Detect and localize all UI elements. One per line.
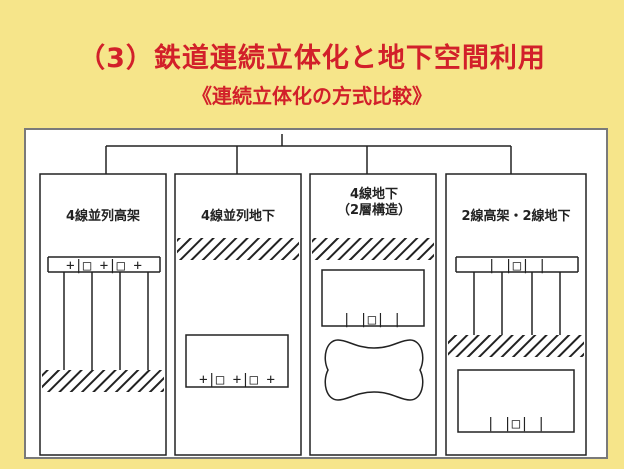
- track-symbols: +|□ +|□ +: [199, 372, 275, 388]
- viaduct: [455, 256, 579, 335]
- tunnel-box: [457, 369, 575, 433]
- slide-title: （3）鉄道連続立体化と地下空間利用: [78, 43, 546, 74]
- track-symbols: | |□| |: [487, 258, 546, 274]
- ground-surface: [448, 335, 584, 357]
- ground-surface: [312, 238, 434, 260]
- track-symbols: +|□ +|□ +: [66, 258, 142, 274]
- diagram-panel: 4線並列高架 +|□ +|□ + 4線並列地下: [24, 128, 608, 459]
- viaduct: [47, 256, 161, 370]
- tree-connector: [105, 134, 512, 174]
- track-symbols: | |□| |: [342, 312, 401, 328]
- track-symbols: | |□| |: [486, 416, 545, 432]
- option-label: 4線並列地下: [201, 208, 275, 224]
- shield-tunnel: [324, 339, 424, 401]
- ground-surface: [42, 370, 164, 392]
- option-label-sub: （2層構造）: [337, 202, 411, 218]
- option-four-track-elevated: 4線並列高架 +|□ +|□ +: [39, 173, 167, 456]
- upper-tunnel-box: [321, 269, 425, 327]
- option-label: 2線高架・2線地下: [461, 208, 570, 224]
- ground-surface: [177, 238, 299, 260]
- option-two-elevated-two-underground: 2線高架・2線地下 | |□| | | |□| |: [445, 173, 587, 456]
- comparison-diagram: 4線並列高架 +|□ +|□ + 4線並列地下: [39, 134, 587, 456]
- option-label: 4線並列高架: [66, 208, 140, 224]
- option-four-track-underground: 4線並列地下 +|□ +|□ +: [174, 173, 302, 456]
- option-four-track-two-level: 4線地下 （2層構造） | |□| |: [309, 173, 437, 456]
- tunnel-box: [185, 334, 289, 388]
- slide-subtitle: 《連続立体化の方式比較》: [192, 84, 432, 108]
- option-label: 4線地下: [350, 186, 398, 202]
